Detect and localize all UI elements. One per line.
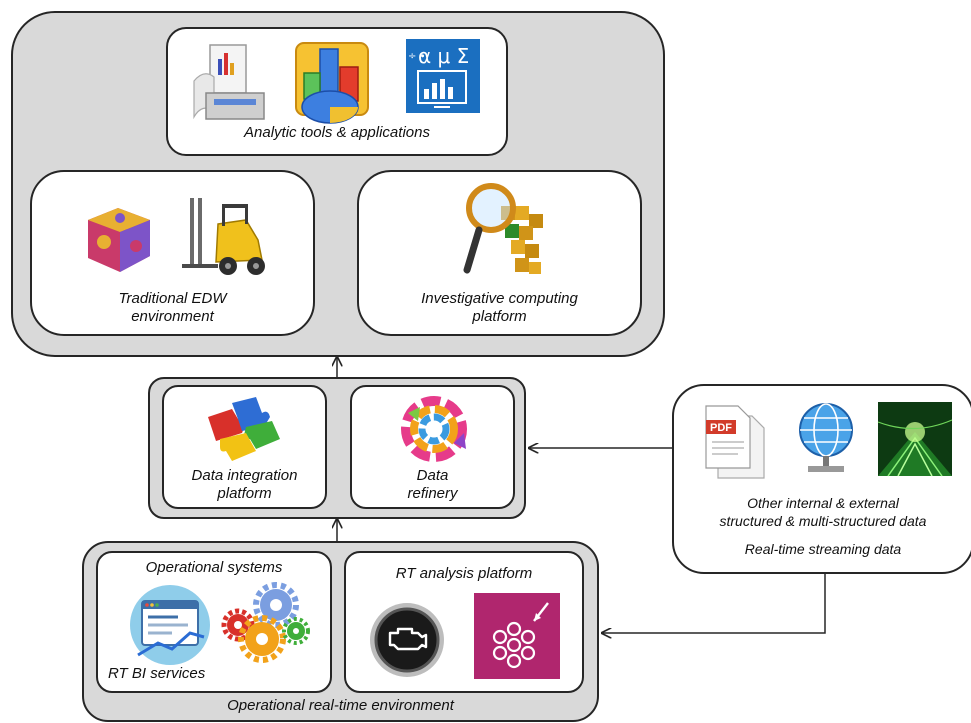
- streaming-label: Real-time streaming data: [744, 541, 902, 557]
- dashboard-window-icon: [130, 585, 210, 665]
- operational-environment-label: Operational real-time environment: [227, 697, 454, 714]
- analytic-tools-label: Analytic tools & applications: [244, 124, 430, 141]
- gears-icon: [221, 582, 310, 663]
- magnifier-cubes-icon: [463, 183, 543, 274]
- svg-text:α μ Σ: α μ Σ: [418, 44, 469, 68]
- engine-gauge-icon: [370, 603, 444, 677]
- svg-text:÷ ∙: ÷ ∙: [408, 51, 426, 62]
- operational-systems-box: Operational systems RT BI services: [96, 551, 332, 693]
- data-stream-icon: [877, 402, 953, 477]
- puzzle-pieces-icon: [208, 397, 280, 461]
- formula-monitor-icon: α μ Σ ÷ ∙: [406, 39, 480, 113]
- forklift-icon: [182, 198, 265, 275]
- rt-analysis-platform-label: RT analysis platform: [395, 565, 533, 582]
- puzzle-cube-icon: [88, 208, 150, 272]
- arrow-sources-to-operational: [602, 574, 826, 633]
- hexagon-target-icon: [474, 593, 560, 679]
- globe-network-icon: [799, 403, 853, 472]
- analytic-tools-box: α μ Σ ÷ ∙ Analytic tools & applications: [166, 27, 508, 156]
- pdf-document-icon: PDF: [705, 405, 765, 479]
- color-rings-icon: [401, 396, 467, 462]
- svg-text:PDF: PDF: [710, 422, 732, 434]
- rt-bi-services-label: RT BI services: [108, 665, 206, 682]
- rt-analysis-platform-box: RT analysis platform: [344, 551, 584, 693]
- operational-systems-label: Operational systems: [145, 559, 283, 576]
- 3d-charts-icon: [295, 42, 369, 124]
- report-printer-icon: [193, 44, 265, 120]
